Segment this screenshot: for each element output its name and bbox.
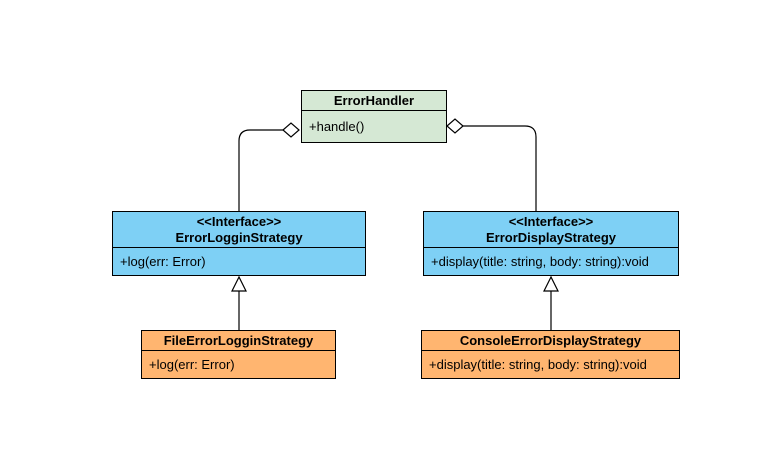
class-stereotype: <<Interface>> [508, 213, 594, 229]
class-error-handler-members: +handle() [302, 111, 446, 142]
class-console-error-display-strategy[interactable]: ConsoleErrorDisplayStrategy +display(tit… [421, 330, 680, 379]
class-name: ErrorHandler [333, 92, 415, 108]
class-error-display-strategy-header: <<Interface>> ErrorDisplayStrategy [424, 212, 678, 248]
aggregation-line-loggin [238, 129, 283, 211]
member-display: +display(title: string, body: string):vo… [429, 356, 647, 372]
class-name: ErrorDisplayStrategy [485, 229, 617, 245]
class-stereotype: <<Interface>> [196, 213, 282, 229]
class-console-error-display-strategy-members: +display(title: string, body: string):vo… [422, 351, 679, 378]
class-name: ConsoleErrorDisplayStrategy [459, 332, 642, 348]
member-log: +log(err: Error) [120, 253, 206, 269]
class-error-loggin-strategy[interactable]: <<Interface>> ErrorLogginStrategy +log(e… [112, 211, 366, 276]
class-name: FileErrorLogginStrategy [163, 332, 314, 348]
class-error-handler-header: ErrorHandler [302, 91, 446, 111]
class-console-error-display-strategy-header: ConsoleErrorDisplayStrategy [422, 331, 679, 351]
class-error-loggin-strategy-members: +log(err: Error) [113, 248, 365, 275]
realization-arrowhead-display [543, 275, 559, 292]
realization-arrowhead-loggin [231, 275, 247, 292]
aggregation-line-display [463, 125, 537, 211]
class-error-display-strategy-members: +display(title: string, body: string):vo… [424, 248, 678, 275]
class-file-error-loggin-strategy-header: FileErrorLogginStrategy [142, 331, 335, 351]
class-file-error-loggin-strategy[interactable]: FileErrorLogginStrategy +log(err: Error) [141, 330, 336, 379]
class-error-loggin-strategy-header: <<Interface>> ErrorLogginStrategy [113, 212, 365, 248]
aggregation-diamond-loggin [282, 122, 300, 138]
class-file-error-loggin-strategy-members: +log(err: Error) [142, 351, 335, 378]
class-error-handler[interactable]: ErrorHandler +handle() [301, 90, 447, 143]
class-error-display-strategy[interactable]: <<Interface>> ErrorDisplayStrategy +disp… [423, 211, 679, 276]
member-log: +log(err: Error) [149, 356, 235, 372]
class-name: ErrorLogginStrategy [175, 229, 303, 245]
member-display: +display(title: string, body: string):vo… [431, 253, 649, 269]
member-handle: +handle() [309, 118, 365, 134]
aggregation-diamond-display [446, 118, 464, 134]
